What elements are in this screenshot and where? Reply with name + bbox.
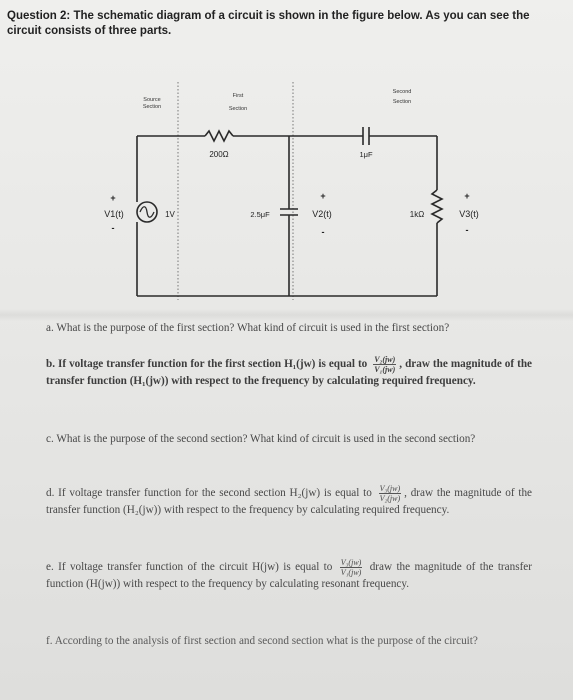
ac-wave-icon (139, 206, 155, 218)
v2-minus-sign: - (322, 227, 325, 237)
page-fold-shadow (0, 309, 573, 321)
series-capacitor-label: 1μF (359, 150, 372, 159)
series-resistor-label: 200Ω (209, 150, 228, 159)
shunt-capacitor-label: 2.5μF (250, 210, 270, 219)
v1-label: V1(t) (104, 209, 124, 219)
question-d-fraction: V₃(jw)V₂(jw) (378, 484, 402, 503)
question-c: c. What is the purpose of the second sec… (46, 433, 476, 445)
v1-plus-sign: + (110, 193, 115, 203)
v3-minus-sign: - (466, 225, 469, 235)
second-section-label-1: Second (393, 89, 412, 95)
question-d-text-post: , draw the magnitude of the transfer fun… (46, 487, 532, 516)
question-f: f. According to the analysis of first se… (46, 635, 478, 647)
question-e-numerator: V₃(jw) (339, 558, 363, 568)
output-resistor-label: 1kΩ (410, 210, 424, 219)
question-b-fraction: V₂(jw)V₁(jw) (373, 355, 397, 374)
question-b-text-pre: b. If voltage transfer function for the … (46, 358, 368, 371)
question-a: a. What is the purpose of the first sect… (46, 322, 450, 334)
question-e-denominator: V₁(jw) (340, 568, 362, 577)
question-d-denominator: V₂(jw) (379, 494, 401, 503)
v2-plus-sign: + (320, 191, 325, 201)
first-section-label-1: First (233, 93, 244, 99)
second-section-label-2: Section (393, 99, 411, 105)
question-d-text-pre: d. If voltage transfer function for the … (46, 487, 372, 500)
source-section-label-1: Source (143, 97, 160, 103)
v3-plus-sign: + (464, 191, 469, 201)
question-d-numerator: V₃(jw) (378, 484, 402, 494)
ac-source-icon (136, 201, 158, 223)
v2-label: V2(t) (312, 209, 332, 219)
question-b-numerator: V₂(jw) (373, 355, 397, 365)
question-e-text-post: draw the magnitude of the transfer funct… (46, 561, 532, 590)
question-intro: The schematic diagram of a circuit is sh… (7, 10, 530, 37)
v3-label: V3(t) (459, 209, 479, 219)
output-resistor (430, 189, 444, 224)
v1-minus-sign: - (112, 223, 115, 233)
question-b: b. If voltage transfer function for the … (46, 355, 532, 390)
question-number: Question 2: (7, 10, 71, 22)
source-value-label: 1V (165, 210, 175, 219)
source-section-label-2: Section (143, 104, 161, 110)
question-b-denominator: V₁(jw) (374, 365, 396, 374)
first-section-label-2: Section (229, 106, 247, 112)
series-resistor (204, 129, 234, 143)
question-e-text-pre: e. If voltage transfer function of the c… (46, 561, 333, 574)
question-e: e. If voltage transfer function of the c… (46, 558, 532, 593)
circuit-schematic: Source Section First Section Second Sect… (104, 82, 479, 300)
question-e-fraction: V₃(jw)V₁(jw) (339, 558, 363, 577)
question-d: d. If voltage transfer function for the … (46, 484, 532, 519)
question-header: Question 2: The schematic diagram of a c… (7, 9, 562, 39)
circuit-diagram: Source Section First Section Second Sect… (0, 60, 573, 310)
question-b-text-post: , draw the magnitude of the transfer fun… (46, 358, 533, 387)
